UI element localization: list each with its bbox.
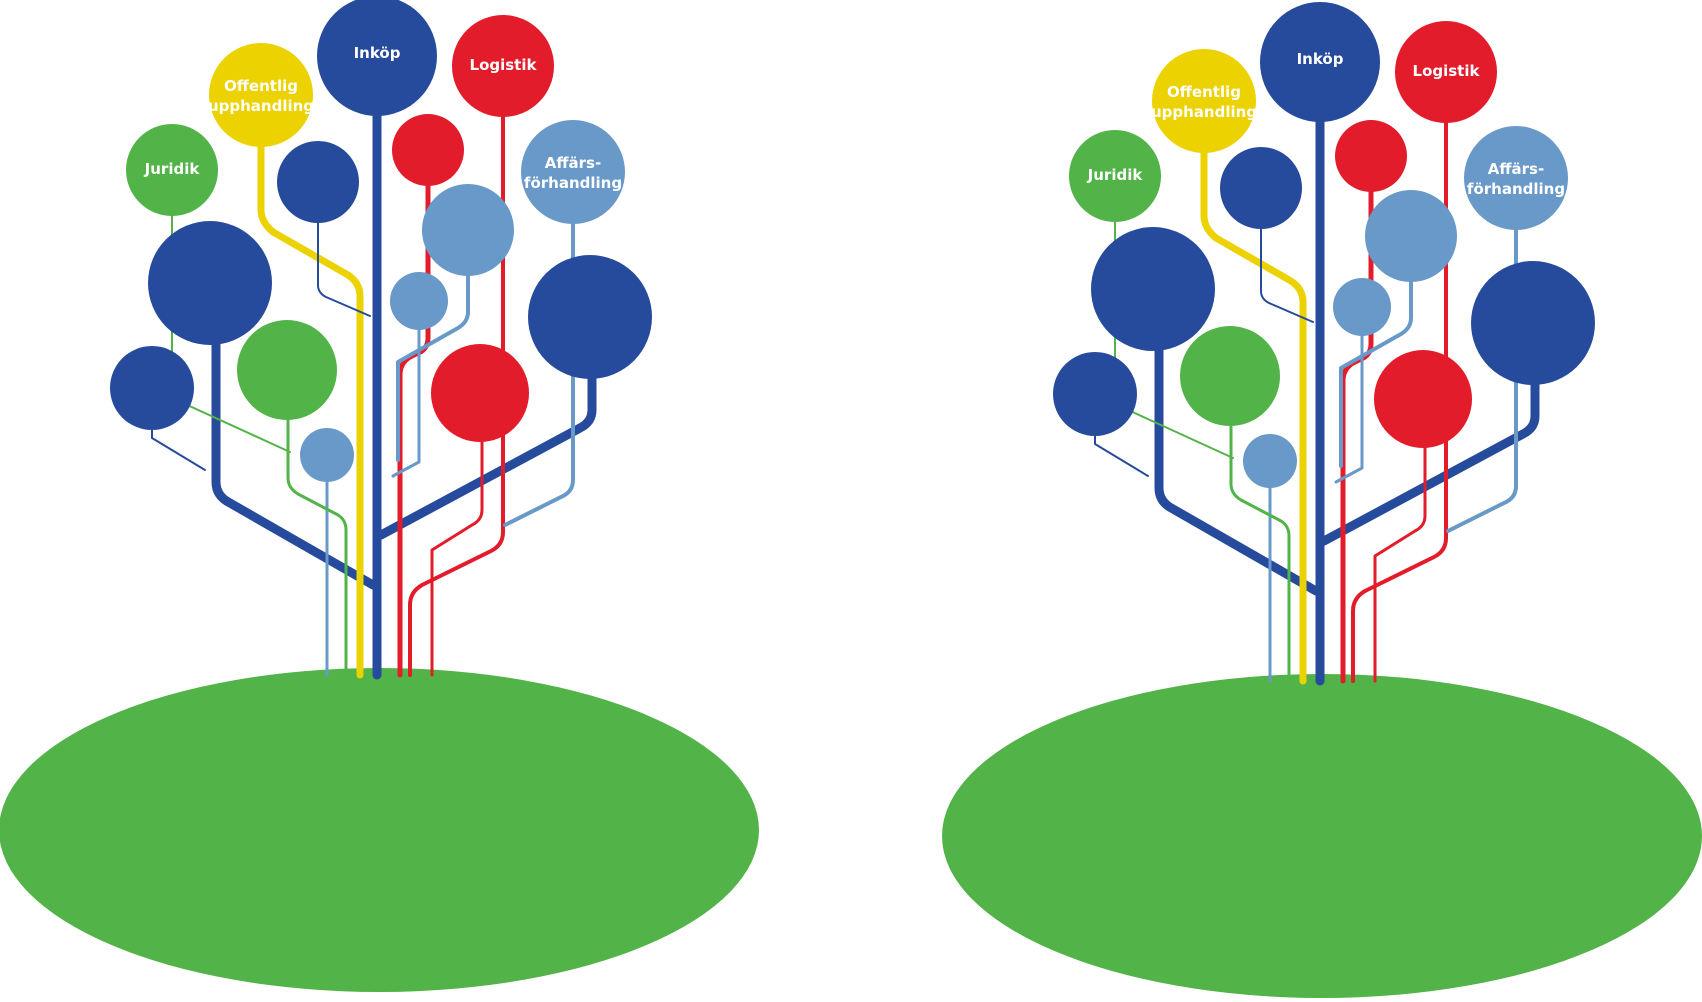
offentlig-label-line1: Offentlig [1167, 83, 1241, 101]
offentlig-label-line1: Offentlig [224, 77, 298, 95]
affars-label-line1: Affärs- [1488, 160, 1544, 178]
logistik-label: Logistik [1413, 62, 1481, 80]
affars-label-line1: Affärs- [545, 154, 601, 172]
logistik-label: Logistik [470, 56, 538, 74]
juridik-label: Juridik [1087, 166, 1144, 184]
offentlig-label-line2: upphandling [208, 97, 314, 115]
inkop-label: Inköp [1297, 50, 1344, 68]
affars-label-line2: förhandling [524, 174, 622, 192]
offentlig-label-line2: upphandling [1151, 103, 1257, 121]
left-tree: Inköp Logistik Offentlig upphandling Jur… [0, 0, 759, 992]
affars-label-line2: förhandling [1467, 180, 1565, 198]
juridik-label: Juridik [144, 160, 201, 178]
inkop-label: Inköp [354, 44, 401, 62]
right-tree: Inköp Logistik Offentlig upphandling Jur… [942, 2, 1702, 998]
